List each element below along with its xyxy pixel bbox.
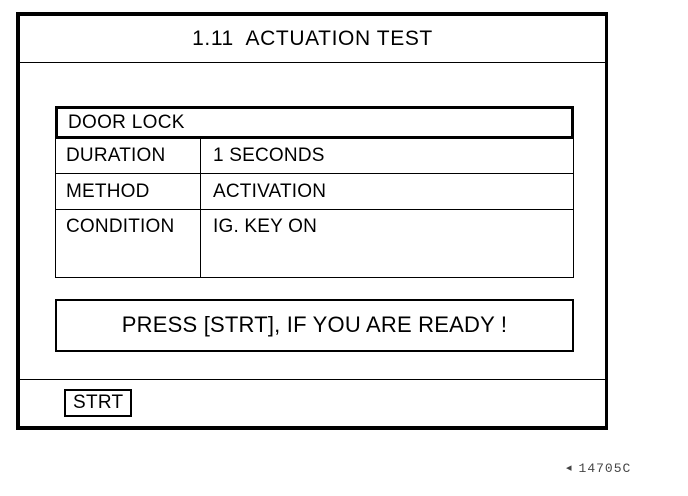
strt-button-label: STRT xyxy=(73,391,124,413)
param-value-cell: 1 SECONDS xyxy=(201,138,573,173)
table-row: CONDITION IG. KEY ON xyxy=(56,210,573,277)
figure-caption: ◂ 14705C xyxy=(566,462,631,475)
param-label: DURATION xyxy=(66,145,166,166)
component-name-label: DOOR LOCK xyxy=(68,111,185,133)
param-label: METHOD xyxy=(66,181,150,202)
table-header-component-name: DOOR LOCK xyxy=(55,106,574,139)
param-value-cell: ACTIVATION xyxy=(201,174,573,209)
scan-tool-screen-frame: 1.11 ACTUATION TEST DOOR LOCK DURATION 1… xyxy=(16,12,608,430)
page-title: 1.11 ACTUATION TEST xyxy=(192,26,433,50)
param-label-cell: DURATION xyxy=(56,138,201,173)
table-row: DURATION 1 SECONDS xyxy=(56,138,573,174)
actuation-parameter-table: DOOR LOCK DURATION 1 SECONDS METHOD xyxy=(55,106,574,278)
param-value: 1 SECONDS xyxy=(213,145,325,166)
prompt-message-text: PRESS [STRT], IF YOU ARE READY ! xyxy=(121,311,508,337)
strt-button[interactable]: STRT xyxy=(64,389,133,417)
figure-reference-code: 14705C xyxy=(578,461,632,476)
param-value: IG. KEY ON xyxy=(213,216,318,237)
prompt-message-box: PRESS [STRT], IF YOU ARE READY ! xyxy=(55,299,574,352)
param-label-cell: CONDITION xyxy=(56,210,201,277)
table-row: METHOD ACTIVATION xyxy=(56,174,573,210)
param-label-cell: METHOD xyxy=(56,174,201,209)
screen-body: DOOR LOCK DURATION 1 SECONDS METHOD xyxy=(20,63,605,379)
param-value-cell: IG. KEY ON xyxy=(201,210,573,277)
param-label: CONDITION xyxy=(66,216,175,237)
param-value: ACTIVATION xyxy=(213,181,327,202)
caption-arrow-icon: ◂ xyxy=(566,462,573,474)
softkey-bar: STRT xyxy=(20,379,605,426)
table-body: DURATION 1 SECONDS METHOD ACTIVATION xyxy=(55,138,574,278)
screen-title-bar: 1.11 ACTUATION TEST xyxy=(20,16,605,63)
